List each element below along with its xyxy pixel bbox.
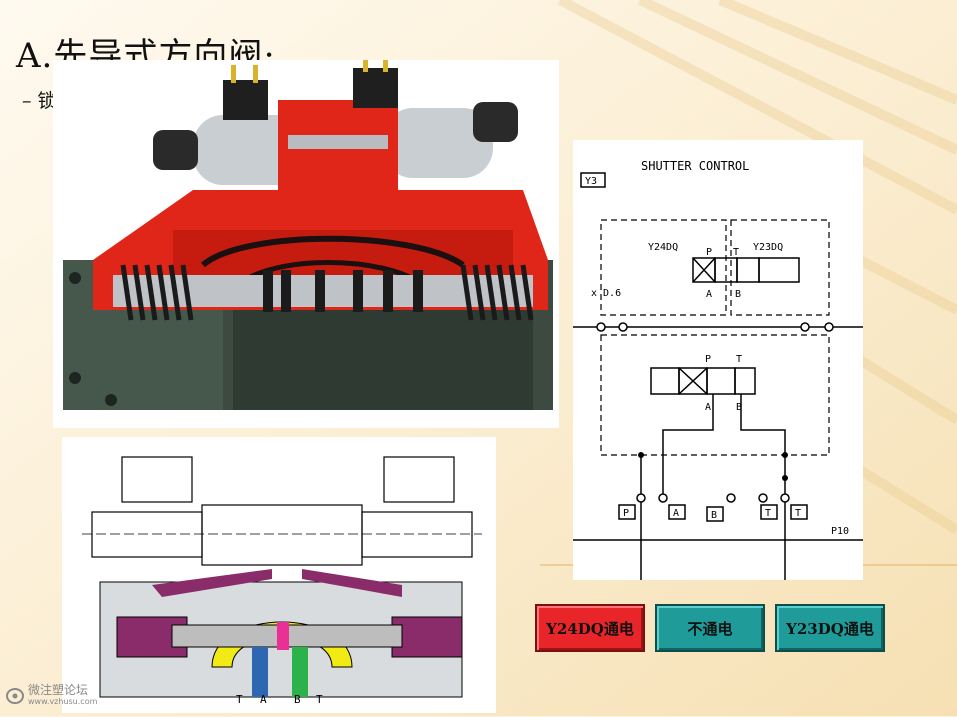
section-port-t1: T bbox=[236, 693, 243, 706]
pilot-right-solenoid-label: Y23DQ bbox=[753, 242, 783, 253]
main-port-b: B bbox=[736, 402, 742, 413]
y24dq-energize-button[interactable]: Y24DQ通电 bbox=[535, 604, 645, 652]
schematic-tag: Y3 bbox=[585, 176, 597, 187]
valve-cutaway-image bbox=[53, 60, 559, 428]
line-port-t1: T bbox=[765, 508, 771, 519]
line-ref-label: P10 bbox=[831, 526, 849, 537]
section-port-a: A bbox=[260, 693, 267, 706]
pilot-port-p: P bbox=[706, 247, 712, 258]
pilot-port-b: B bbox=[735, 289, 741, 300]
watermark: 微注塑论坛 www.vzhusu.com bbox=[6, 684, 97, 706]
y23dq-energize-button[interactable]: Y23DQ通电 bbox=[775, 604, 885, 652]
watermark-name: 微注塑论坛 bbox=[28, 683, 89, 697]
line-port-a: A bbox=[673, 508, 679, 519]
main-port-p: P bbox=[705, 354, 711, 365]
line-port-p: P bbox=[623, 508, 629, 519]
de-energize-button[interactable]: 不通电 bbox=[655, 604, 765, 652]
section-port-t2: T bbox=[316, 693, 323, 706]
orifice-label: x D.6 bbox=[591, 288, 621, 299]
pilot-port-a: A bbox=[706, 289, 712, 300]
line-port-t2: T bbox=[795, 508, 801, 519]
shutter-control-schematic: SHUTTER CONTROL Y3 Y24DQ Y23DQ P T A B x… bbox=[573, 140, 863, 580]
schematic-heading: SHUTTER CONTROL bbox=[641, 159, 749, 173]
valve-cross-section-drawing: T A B T bbox=[62, 437, 496, 713]
line-port-b: B bbox=[711, 510, 717, 521]
section-port-b: B bbox=[294, 693, 301, 706]
pilot-port-t: T bbox=[733, 247, 739, 258]
forum-logo-icon bbox=[6, 688, 24, 704]
watermark-url: www.vzhusu.com bbox=[28, 697, 98, 706]
pilot-left-solenoid-label: Y24DQ bbox=[648, 242, 678, 253]
main-port-a: A bbox=[705, 402, 711, 413]
main-port-t: T bbox=[736, 354, 742, 365]
